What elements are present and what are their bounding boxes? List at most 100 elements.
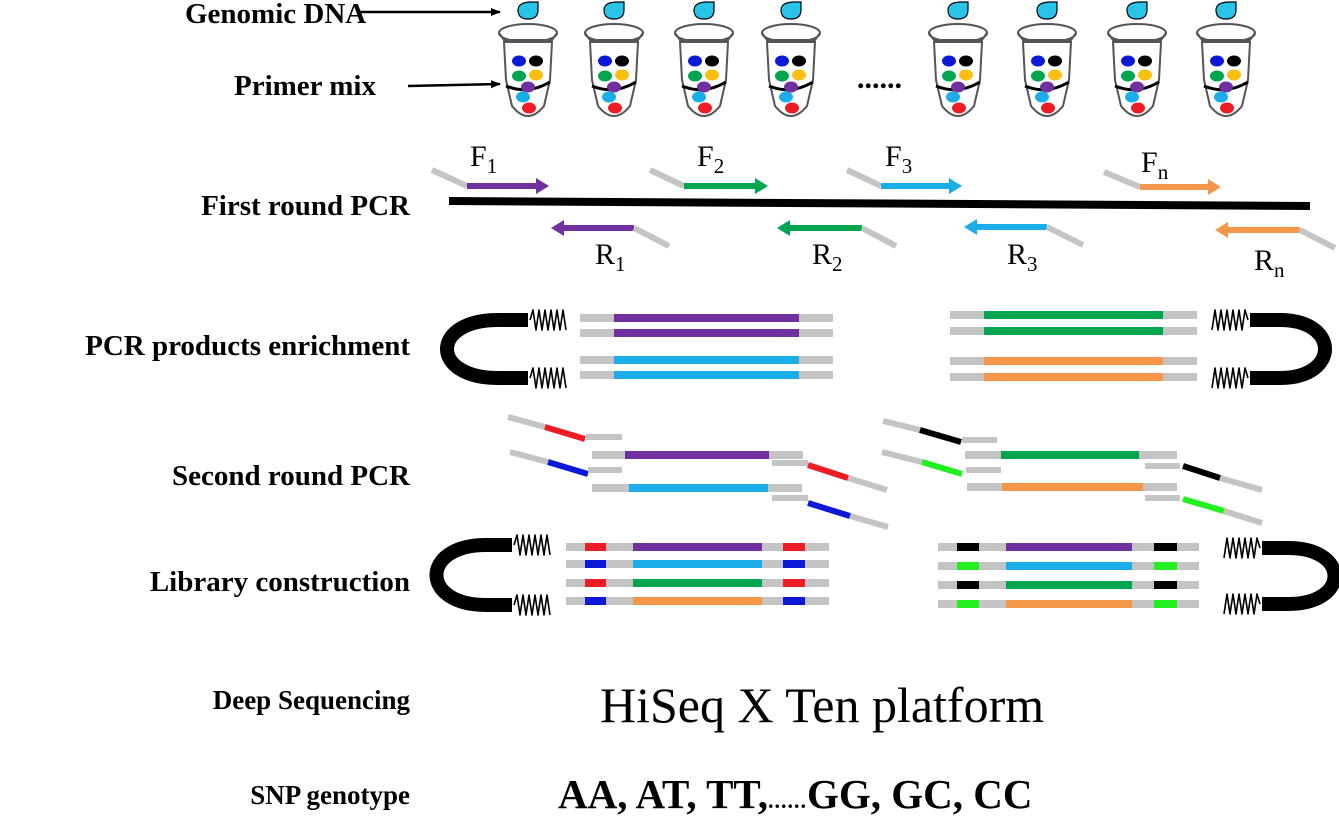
primer-segment bbox=[544, 424, 586, 442]
primer-segment bbox=[881, 449, 923, 465]
primer-dot bbox=[521, 81, 535, 93]
primer-dot bbox=[1138, 55, 1152, 67]
tube-collar bbox=[1017, 32, 1077, 41]
second-round-pcr-panel bbox=[507, 414, 1263, 530]
primer-label-r2: R2 bbox=[812, 238, 843, 276]
primer-segment bbox=[1182, 496, 1225, 514]
primer-dot bbox=[792, 55, 806, 67]
primer-dot bbox=[607, 81, 621, 93]
primer-segment bbox=[919, 427, 962, 445]
snp-genotype-label: SNP genotype bbox=[250, 780, 410, 810]
primer-label-rn: Rn bbox=[1254, 244, 1285, 282]
primer-label-r1: R1 bbox=[595, 238, 626, 276]
primer-dot bbox=[1031, 55, 1045, 67]
primer-dot bbox=[529, 55, 543, 67]
primer-adapter-tail bbox=[1102, 169, 1142, 190]
pcr-tube bbox=[584, 1, 644, 117]
biotin-linker bbox=[1223, 537, 1261, 559]
primer-adapter-tail bbox=[648, 167, 686, 189]
primer-mix-pointer-arrow bbox=[407, 80, 501, 89]
reverse-primer-r1 bbox=[551, 220, 671, 249]
index-primer-forward bbox=[509, 449, 589, 477]
primer-dot bbox=[602, 91, 616, 103]
dna-drop-icon bbox=[780, 1, 802, 20]
dna-drop-icon bbox=[1215, 1, 1237, 20]
tube-row bbox=[358, 1, 1256, 117]
biotin-linker bbox=[513, 534, 551, 556]
primer-segment bbox=[921, 459, 963, 477]
sequencing-platform-text: HiSeq X Ten platform bbox=[600, 677, 1045, 733]
primer-segment bbox=[509, 449, 549, 465]
index-primer-reverse bbox=[1182, 463, 1263, 493]
primer-arrowhead bbox=[964, 219, 977, 235]
streptavidin-bead-right bbox=[1262, 541, 1339, 611]
primer-dot bbox=[775, 70, 789, 82]
primer-dot bbox=[1121, 70, 1135, 82]
forward-primer-fn bbox=[1102, 169, 1221, 195]
library-construction-label: Library construction bbox=[149, 566, 410, 598]
enrichment-label: PCR products enrichment bbox=[85, 330, 410, 362]
primer-dot bbox=[516, 91, 530, 103]
primer-dot bbox=[1227, 69, 1241, 81]
forward-primer-f2 bbox=[648, 167, 768, 194]
index-primer-reverse bbox=[807, 500, 889, 530]
reverse-primer-rn bbox=[1215, 222, 1337, 251]
primer-dot bbox=[1048, 55, 1062, 67]
streptavidin-bead-left bbox=[429, 538, 512, 612]
primer-dot bbox=[959, 69, 973, 81]
primer-dot bbox=[1131, 102, 1145, 114]
primer-arrowhead bbox=[1208, 179, 1221, 195]
dna-drop-icon bbox=[947, 1, 969, 20]
primer-adapter-tail bbox=[845, 167, 883, 189]
primer-segment bbox=[1223, 508, 1263, 526]
primer-arrowhead bbox=[755, 178, 768, 194]
primer-dot bbox=[692, 91, 706, 103]
index-primer-reverse bbox=[807, 462, 888, 493]
pcr-tube bbox=[1017, 1, 1077, 117]
primer-dot bbox=[1138, 69, 1152, 81]
primer-segment bbox=[507, 414, 546, 430]
primer-dot bbox=[785, 102, 799, 114]
primer-dot bbox=[688, 55, 702, 67]
primer-arrowhead bbox=[551, 220, 564, 236]
primer-dot bbox=[1214, 91, 1228, 103]
deep-sequencing-label: Deep Sequencing bbox=[212, 685, 410, 715]
primer-dot bbox=[688, 70, 702, 82]
primer-dot bbox=[698, 102, 712, 114]
primer-label-r3: R3 bbox=[1007, 238, 1038, 276]
primer-arrowhead bbox=[777, 220, 790, 236]
streptavidin-bead-left bbox=[440, 313, 528, 385]
index-primer-forward bbox=[881, 449, 963, 477]
primer-arrowhead bbox=[1215, 222, 1228, 238]
dna-drop-icon bbox=[1036, 1, 1058, 20]
primer-arrowhead bbox=[949, 178, 962, 194]
pcr-tube bbox=[498, 1, 558, 117]
primer-segment bbox=[1219, 475, 1263, 493]
primer-dot bbox=[608, 102, 622, 114]
primer-dot bbox=[1121, 55, 1135, 67]
dna-drop-icon bbox=[517, 1, 539, 20]
primer-dot bbox=[1220, 102, 1234, 114]
primer-dot bbox=[512, 55, 526, 67]
primer-label-fn: Fn bbox=[1141, 146, 1169, 184]
primer-dot bbox=[1210, 55, 1224, 67]
primer-segment bbox=[547, 459, 589, 477]
forward-primer-f3 bbox=[845, 167, 962, 194]
primer-dot bbox=[952, 102, 966, 114]
primer-dot bbox=[951, 81, 965, 93]
primer-dot bbox=[705, 55, 719, 67]
index-primer-forward bbox=[882, 418, 962, 445]
primer-adapter-tail bbox=[860, 225, 898, 249]
biotin-linker bbox=[529, 309, 567, 331]
primer-dot bbox=[529, 69, 543, 81]
index-primer-forward bbox=[507, 414, 586, 442]
pcr-tube bbox=[1107, 1, 1167, 117]
primer-dot bbox=[1227, 55, 1241, 67]
primer-dot bbox=[1125, 91, 1139, 103]
second-round-pcr-label: Second round PCR bbox=[172, 460, 410, 492]
reverse-primer-r2 bbox=[777, 220, 898, 249]
primer-dot bbox=[1031, 70, 1045, 82]
primer-adapter-tail bbox=[430, 167, 469, 189]
biotin-linker bbox=[1223, 593, 1261, 615]
